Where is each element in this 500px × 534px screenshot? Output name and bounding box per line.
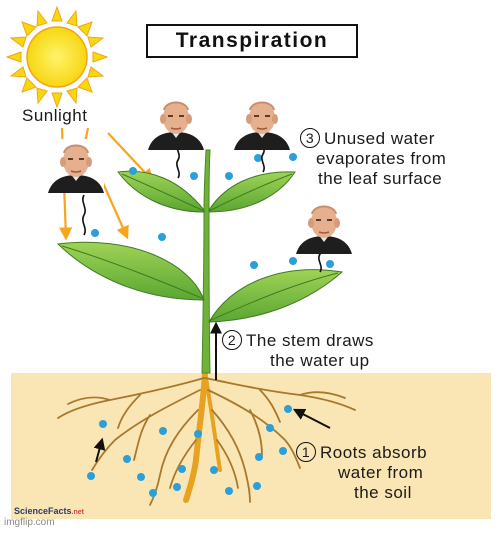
- leaf-veins: [61, 173, 339, 322]
- water-droplets: [87, 153, 334, 497]
- step3-line2: evaporates from: [316, 149, 447, 168]
- step1-line3: the soil: [354, 483, 412, 502]
- diagram-title: Transpiration: [175, 29, 329, 52]
- plant-stem: [201, 149, 211, 374]
- step3-line3: the leaf surface: [318, 169, 443, 188]
- sun-icon: [5, 5, 109, 109]
- step2-line2: the water up: [270, 351, 370, 370]
- brand-suffix: .net: [71, 509, 84, 516]
- direction-arrows: [93, 321, 331, 463]
- watermark: imgflip.com: [4, 517, 55, 528]
- step1-line1: Roots absorb: [320, 443, 428, 462]
- face-image: [147, 95, 205, 151]
- face-image: [295, 199, 353, 255]
- brand-name: ScienceFacts: [14, 506, 72, 516]
- step2-number: 2: [222, 330, 242, 350]
- step1-number: 1: [296, 442, 316, 462]
- step3-number: 3: [300, 128, 320, 148]
- sunlight-label: Sunlight: [22, 106, 88, 125]
- step2-line1: The stem draws: [246, 331, 374, 350]
- face-image: [233, 95, 291, 151]
- face-image: [47, 138, 105, 194]
- roots: [57, 370, 356, 506]
- step3-line1: Unused water: [324, 129, 435, 148]
- step1-line2: water from: [338, 463, 424, 482]
- brand-logo: ScienceFacts.net: [14, 506, 84, 516]
- title-box: Transpiration: [146, 24, 358, 58]
